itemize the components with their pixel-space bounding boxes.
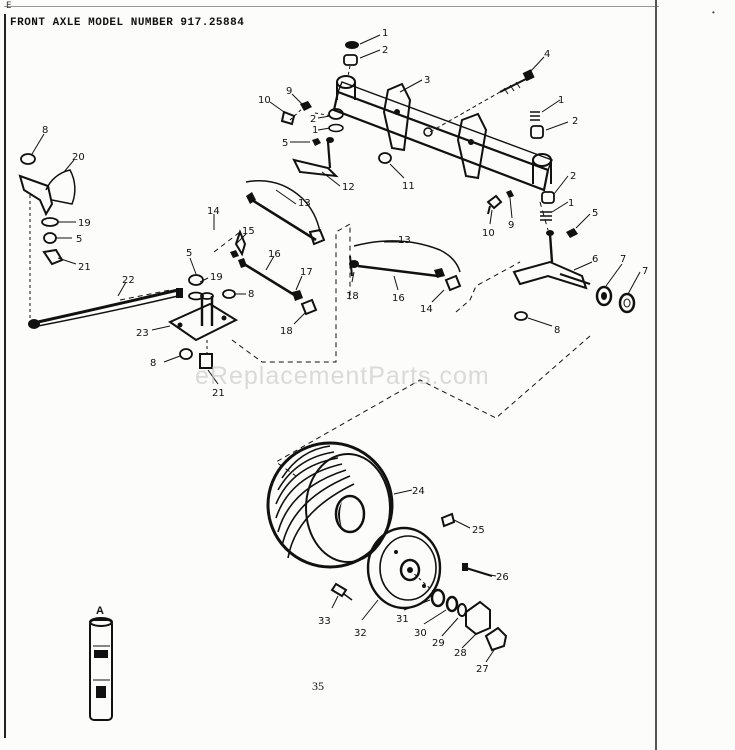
callout-label: 25 xyxy=(472,525,485,536)
callout-label: 23 xyxy=(136,328,149,339)
callout-numbers: 1 2 3 4 1 2 9 10 2 1 5 11 12 2 1 5 9 10 … xyxy=(42,28,648,675)
corner-mark: E xyxy=(6,1,12,11)
callout-label: 22 xyxy=(122,275,135,286)
callout-label: 13 xyxy=(298,198,311,209)
page-number: 35 xyxy=(312,679,324,693)
valve-stem xyxy=(440,512,456,528)
callout-label: 17 xyxy=(300,267,313,278)
callout-label: 15 xyxy=(242,226,255,237)
callout-label: 7 xyxy=(620,254,626,265)
right-nut xyxy=(514,311,528,321)
callout-label: 1 xyxy=(558,95,564,106)
right-bearing-1 xyxy=(595,285,613,307)
callout-label: 9 xyxy=(286,86,292,97)
callout-label: 28 xyxy=(454,648,467,659)
callout-label: 24 xyxy=(412,486,425,497)
tie-rod-left xyxy=(230,180,326,258)
frame-right-line xyxy=(655,0,657,750)
callout-leaders xyxy=(31,34,641,663)
callout-label: 21 xyxy=(78,262,91,273)
tire xyxy=(266,441,394,569)
left-spindle xyxy=(292,137,339,178)
callout-label: 9 xyxy=(508,220,514,231)
callout-label: 8 xyxy=(150,358,156,369)
callout-label: 31 xyxy=(396,614,409,625)
callout-label: 8 xyxy=(248,289,254,300)
callout-label: 2 xyxy=(570,171,576,182)
watermark-text: eReplacementParts.com xyxy=(195,362,490,390)
callout-label: 19 xyxy=(210,272,223,283)
callout-label: 29 xyxy=(432,638,445,649)
callout-label: 12 xyxy=(342,182,355,193)
callout-label: 16 xyxy=(392,293,405,304)
pivot-bolt xyxy=(499,69,535,95)
callout-label: 27 xyxy=(476,664,489,675)
callout-label: 21 xyxy=(212,388,225,399)
callout-label: 2 xyxy=(382,45,388,56)
right-upper-hardware xyxy=(530,111,544,139)
frame-top-line xyxy=(4,6,659,7)
callout-label: 5 xyxy=(76,234,82,245)
right-bearing-2 xyxy=(618,292,636,314)
callout-label: 19 xyxy=(78,218,91,229)
axle-pin xyxy=(462,563,493,577)
drag-link xyxy=(28,288,183,329)
callout-label: 2 xyxy=(572,116,578,127)
wheel-rim xyxy=(366,526,442,610)
callout-label: 1 xyxy=(312,125,318,136)
callout-label: 33 xyxy=(318,616,331,627)
callout-label: 32 xyxy=(354,628,367,639)
callout-label: 5 xyxy=(186,248,192,259)
callout-label: 10 xyxy=(258,95,271,106)
callout-label: 5 xyxy=(592,208,598,219)
lubricant-tube xyxy=(89,617,113,721)
callout-label: 11 xyxy=(402,181,415,192)
callout-label: 30 xyxy=(414,628,427,639)
right-spindle xyxy=(512,230,591,290)
pivot-bracket xyxy=(167,274,239,369)
callout-label: 4 xyxy=(544,49,550,60)
callout-label: 13 xyxy=(398,235,411,246)
callout-label: 10 xyxy=(482,228,495,239)
tube-label: A xyxy=(96,605,104,617)
callout-label: 5 xyxy=(282,138,288,149)
frame-left-line xyxy=(4,14,6,738)
callout-label: 1 xyxy=(382,28,388,39)
axle-beam xyxy=(332,75,553,192)
grease-fitting xyxy=(330,582,353,601)
hub-hardware-stack xyxy=(409,569,508,652)
callout-label: 14 xyxy=(207,206,220,217)
callout-label: 8 xyxy=(554,325,560,336)
left-spindle-hardware xyxy=(280,101,344,146)
callout-label: 8 xyxy=(42,125,48,136)
upper-hardware-stack xyxy=(343,41,359,77)
tie-rod-right xyxy=(349,240,462,292)
callout-label: 16 xyxy=(268,249,281,260)
callout-label: 6 xyxy=(592,254,598,265)
diagram-title: FRONT AXLE MODEL NUMBER 917.25884 xyxy=(10,17,245,29)
callout-label: 14 xyxy=(420,304,433,315)
callout-label: 18 xyxy=(280,326,293,337)
callout-label: 20 xyxy=(72,152,85,163)
callout-label: 7 xyxy=(642,266,648,277)
callout-label: 1 xyxy=(568,198,574,209)
assembly-guide-lines xyxy=(119,201,591,477)
margin-dot: • xyxy=(712,8,715,17)
steering-arm xyxy=(18,153,76,320)
callout-label: 18 xyxy=(346,291,359,302)
axle-nut xyxy=(378,152,392,164)
callout-label: 3 xyxy=(424,75,430,86)
callout-label: 2 xyxy=(310,114,316,125)
right-lower-hardware xyxy=(486,190,578,238)
callout-label: 26 xyxy=(496,572,509,583)
